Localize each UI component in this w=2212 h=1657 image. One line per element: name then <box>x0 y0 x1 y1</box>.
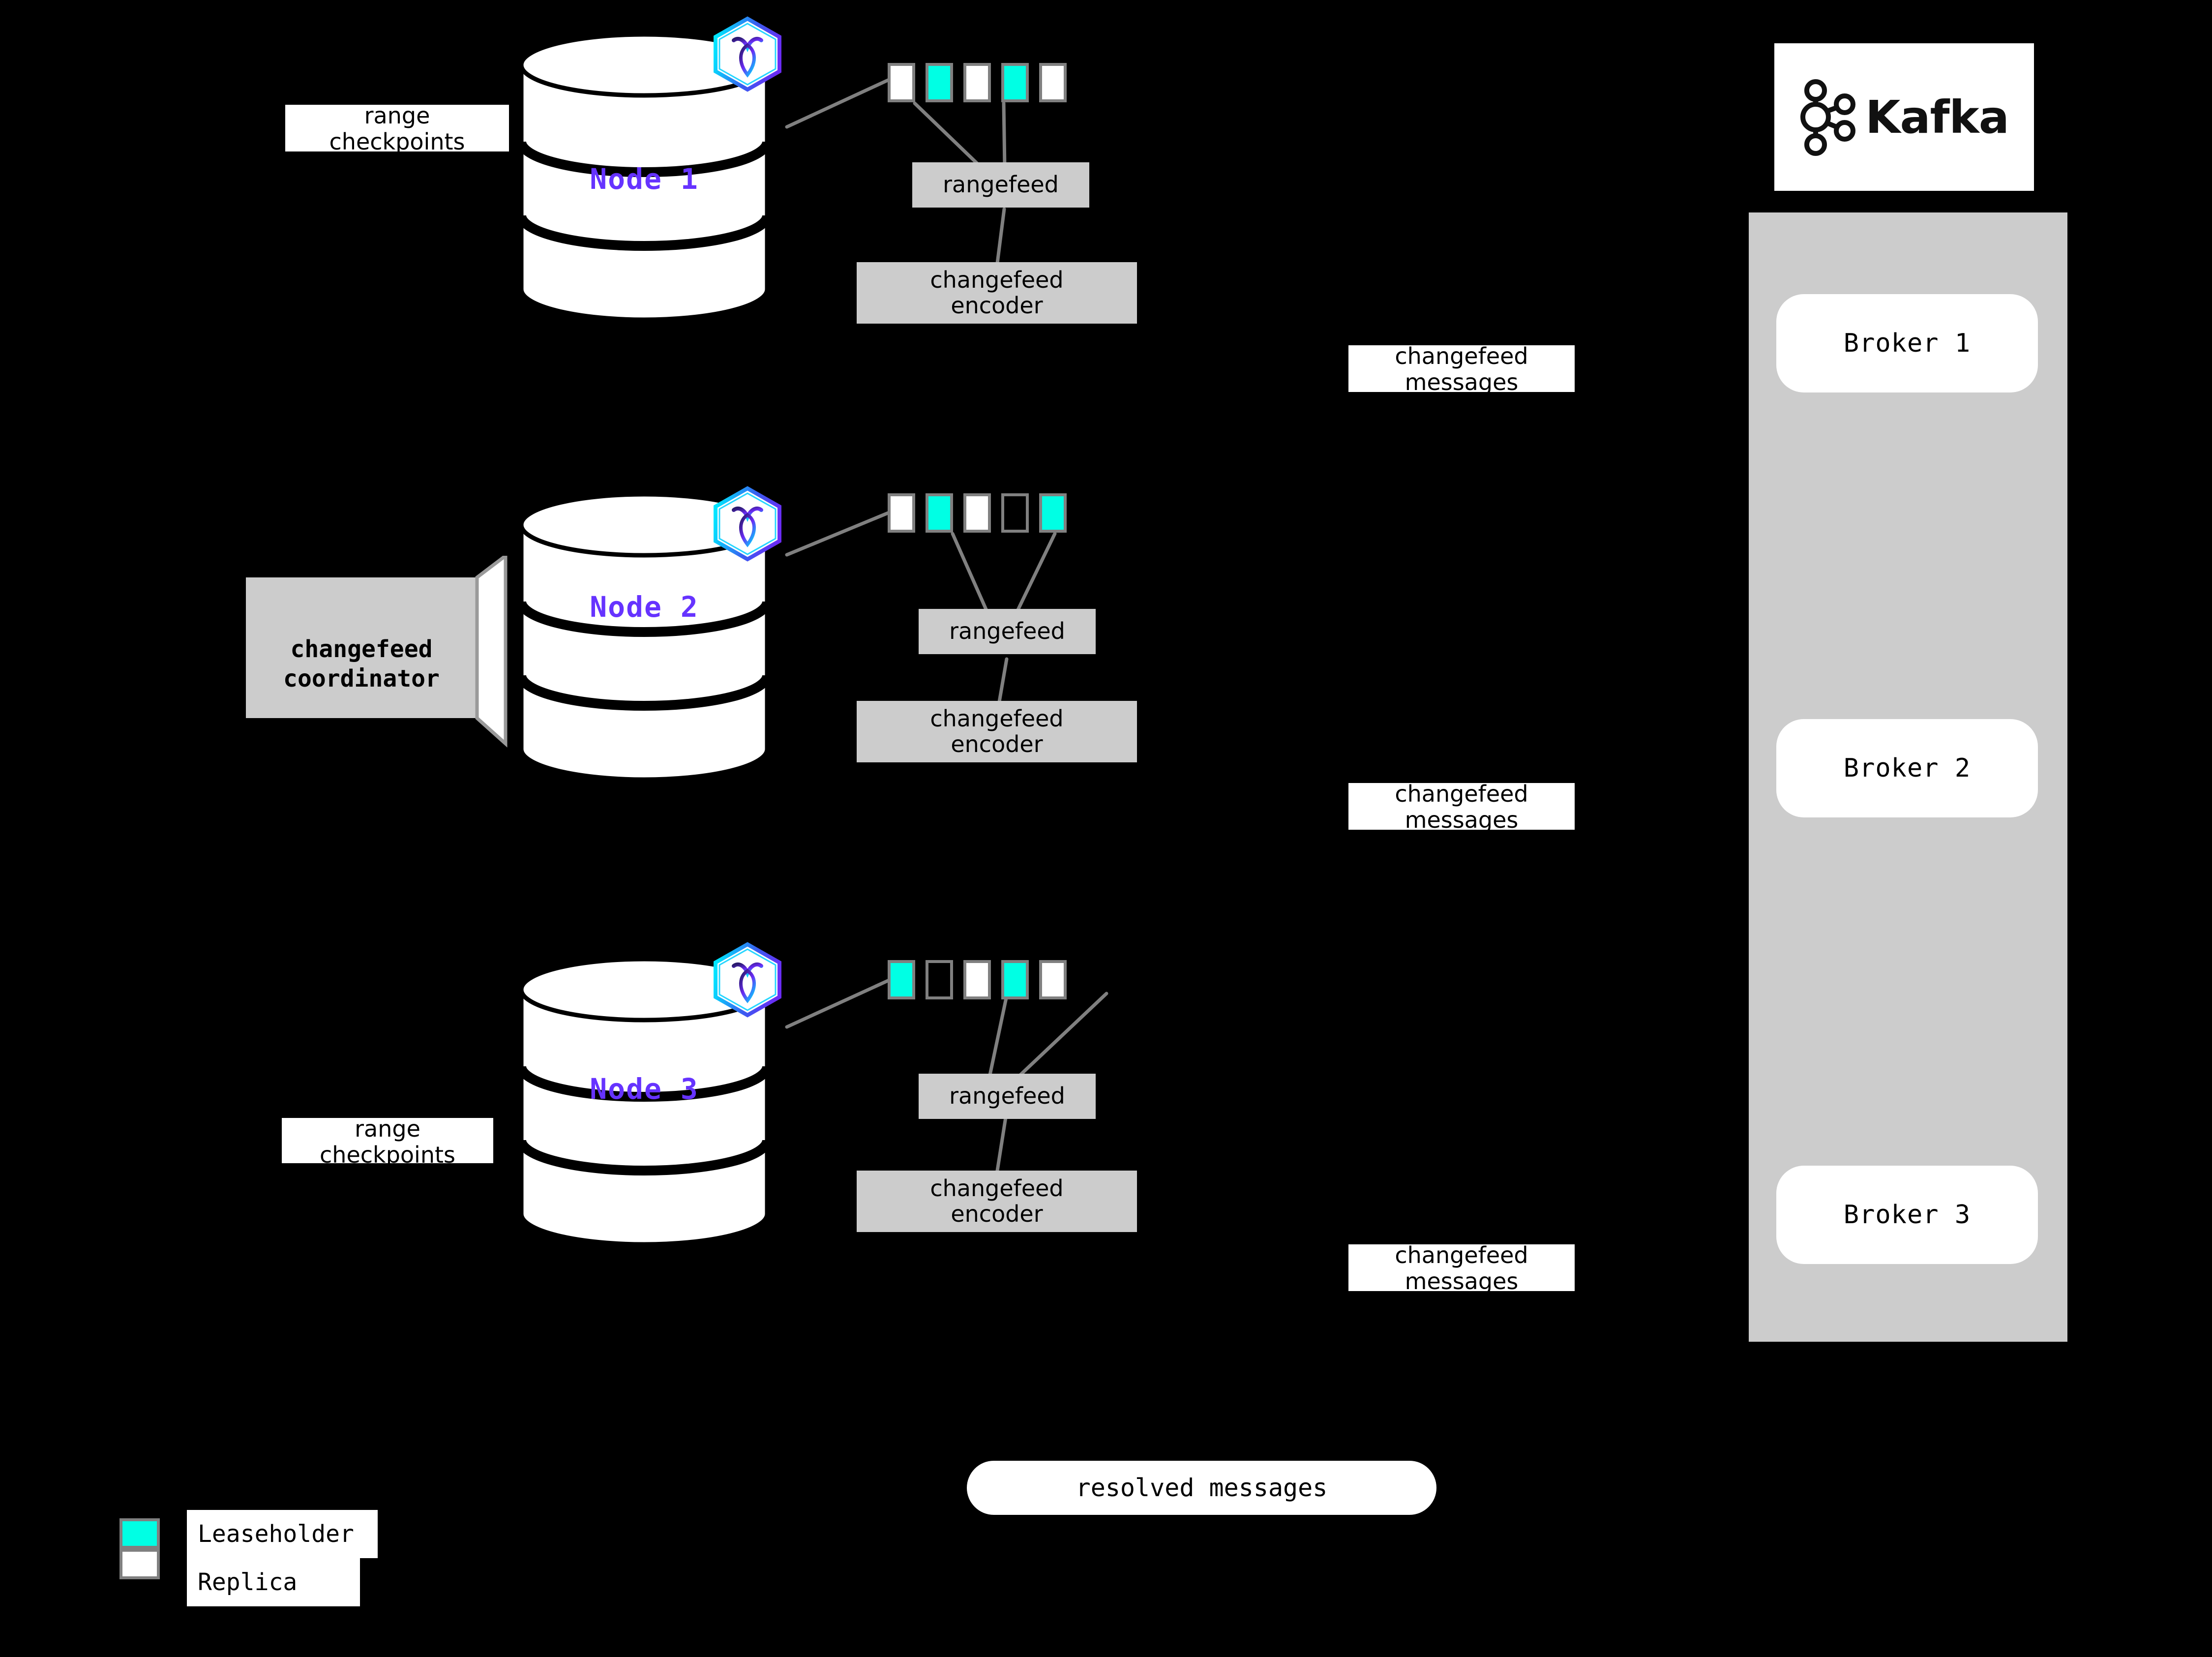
range-cell[interactable] <box>888 63 915 102</box>
resolved-messages-pill[interactable]: resolved messages <box>967 1461 1436 1515</box>
node-3-rangefeed-box[interactable]: rangefeed <box>919 1074 1096 1119</box>
node-1-range-row <box>888 63 1067 102</box>
range-cell[interactable] <box>963 960 991 999</box>
range-cell[interactable] <box>926 493 953 533</box>
changefeed-coordinator-banner[interactable]: changefeed coordinator <box>246 556 521 762</box>
range-cell[interactable] <box>926 63 953 102</box>
broker-1-pill[interactable]: Broker 1 <box>1776 294 2038 392</box>
range-cell[interactable] <box>1001 493 1029 533</box>
node-1-range-checkpoints-text: range checkpoints <box>329 102 465 155</box>
node-3-range-row <box>888 960 1067 999</box>
node-2-range-row <box>888 493 1067 533</box>
node-1-range-checkpoints-callout: range checkpoints <box>285 102 509 155</box>
node-2-changefeed-encoder-box[interactable]: changefeed encoder <box>857 701 1137 762</box>
changefeed-messages-text: changefeed messages <box>1395 781 1528 834</box>
range-cell[interactable] <box>1039 63 1067 102</box>
range-cell[interactable] <box>963 493 991 533</box>
cockroachdb-logo-icon <box>708 484 787 563</box>
changefeed-messages-callout-2: changefeed messages <box>1348 781 1575 833</box>
changefeed-messages-text: changefeed messages <box>1395 343 1528 396</box>
range-cell[interactable] <box>888 493 915 533</box>
kafka-wordmark: Kafka <box>1865 90 2009 144</box>
broker-3-pill[interactable]: Broker 3 <box>1776 1166 2038 1264</box>
range-cell[interactable] <box>1001 960 1029 999</box>
range-cell[interactable] <box>1001 63 1029 102</box>
node-3-changefeed-encoder-box[interactable]: changefeed encoder <box>857 1171 1137 1232</box>
kafka-icon <box>1799 78 1858 156</box>
legend-label-leaseholder: Leaseholder <box>187 1510 378 1558</box>
changefeed-messages-text: changefeed messages <box>1395 1242 1528 1295</box>
range-cell[interactable] <box>1039 493 1067 533</box>
changefeed-coordinator-label: changefeed coordinator <box>283 635 440 693</box>
legend-swatch-leaseholder <box>120 1518 160 1549</box>
range-cell[interactable] <box>1039 960 1067 999</box>
changefeed-messages-callout-3: changefeed messages <box>1348 1242 1575 1295</box>
node-1-changefeed-encoder-box[interactable]: changefeed encoder <box>857 262 1137 324</box>
range-cell[interactable] <box>926 960 953 999</box>
range-cell[interactable] <box>963 63 991 102</box>
range-cell[interactable] <box>888 960 915 999</box>
legend-label-replica: Replica <box>187 1558 360 1606</box>
legend-swatch-replica <box>120 1549 160 1579</box>
node-3-range-checkpoints-text: range checkpoints <box>320 1115 455 1169</box>
node-3-range-checkpoints-callout: range checkpoints <box>282 1115 493 1168</box>
kafka-logo-card: Kafka <box>1774 43 2034 191</box>
broker-2-pill[interactable]: Broker 2 <box>1776 719 2038 817</box>
node-1-rangefeed-box[interactable]: rangefeed <box>912 162 1089 208</box>
cockroachdb-logo-icon <box>708 15 787 93</box>
changefeed-messages-callout-1: changefeed messages <box>1348 343 1575 395</box>
node-2-rangefeed-box[interactable]: rangefeed <box>919 609 1096 654</box>
cockroachdb-logo-icon <box>708 940 787 1019</box>
